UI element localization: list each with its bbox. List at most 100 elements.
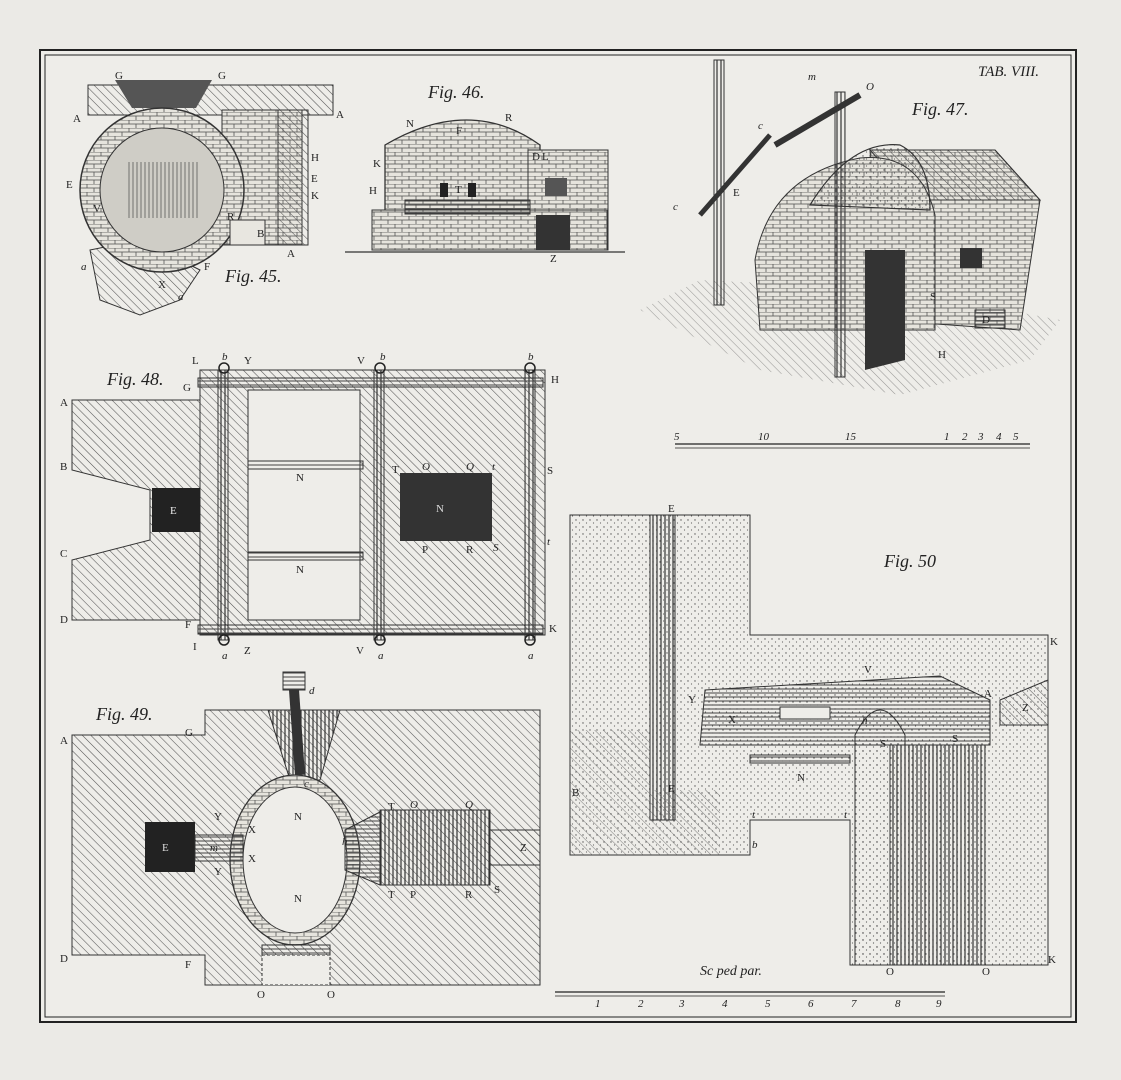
fig48-label-e: E bbox=[170, 505, 177, 517]
fig49-label-t2: T bbox=[388, 889, 395, 901]
fig46-label-k: K bbox=[373, 158, 381, 170]
fig48-label-a1: a bbox=[222, 650, 228, 662]
fig50-label-b2: b bbox=[752, 839, 758, 851]
fig50-label-t2: t bbox=[844, 809, 848, 821]
fig49-label-p: P bbox=[410, 889, 416, 901]
fig47-label-m: m bbox=[808, 71, 816, 83]
fig49-label-y1: Y bbox=[214, 811, 222, 823]
fig48-label-f: F bbox=[185, 619, 191, 631]
fig48-label-r: R bbox=[466, 544, 474, 556]
fig45-label-k: K bbox=[311, 190, 319, 202]
fig47-scale-1: 1 bbox=[944, 431, 950, 443]
fig48-label-c: C bbox=[60, 548, 67, 560]
fig50-scale-9: 9 bbox=[936, 998, 942, 1010]
fig47-scale-4: 4 bbox=[996, 431, 1002, 443]
fig48-label-d: D bbox=[60, 614, 68, 626]
fig48-label-t2: t bbox=[492, 461, 496, 473]
fig48-label-v2: V bbox=[356, 645, 364, 657]
fig49-label-o2: O bbox=[327, 989, 335, 1001]
fig50-label-b: B bbox=[572, 787, 579, 799]
fig45-label-e2: E bbox=[311, 173, 318, 185]
fig50-label-e1: E bbox=[668, 503, 675, 515]
fig50-label-x: X bbox=[728, 714, 736, 726]
fig50-scale-5: 5 bbox=[765, 998, 771, 1010]
fig45-label-v: V bbox=[93, 203, 101, 215]
fig45-label-f: F bbox=[204, 261, 210, 273]
fig46-label-n: N bbox=[406, 118, 414, 130]
fig49-label-h: h bbox=[342, 836, 348, 848]
fig48-label-q: Q bbox=[466, 461, 474, 473]
fig47-label-s: S bbox=[930, 291, 936, 303]
fig50-label-v: V bbox=[864, 664, 872, 676]
fig48-label-k: K bbox=[549, 623, 557, 635]
fig45-label-r: R bbox=[227, 211, 235, 223]
fig50-label-o1: O bbox=[886, 966, 894, 978]
fig50-label-h: h bbox=[862, 715, 868, 727]
fig46-label-f: F bbox=[456, 125, 462, 137]
fig46-label-h: H bbox=[369, 185, 377, 197]
fig49-label-n1: N bbox=[294, 811, 302, 823]
figure-47: Fig. 47. m O c c E S D H 5 10 15 1 2 3 4… bbox=[640, 59, 1060, 449]
fig48-label-a3: a bbox=[528, 650, 534, 662]
fig50-label-k2: K bbox=[1048, 954, 1056, 966]
figure-49: Fig. 49. A G d N N X X Y Y m E h T O Q T… bbox=[60, 671, 541, 1001]
fig48-label-i: I bbox=[193, 641, 197, 653]
fig48-label-y: Y bbox=[244, 355, 252, 367]
fig49-label-x1: X bbox=[248, 824, 256, 836]
fig49-label-t1: T bbox=[388, 801, 395, 813]
fig47-label-c1: c bbox=[758, 120, 763, 132]
fig48-label-l: L bbox=[192, 355, 199, 367]
fig45-caption: Fig. 45. bbox=[224, 266, 282, 286]
fig50-label-n: N bbox=[797, 772, 805, 784]
fig48-label-t3: t bbox=[547, 536, 551, 548]
fig49-label-o1: O bbox=[257, 989, 265, 1001]
fig46-label-d: D bbox=[532, 151, 540, 163]
fig48-label-b: B bbox=[60, 461, 67, 473]
fig50-scale-6: 6 bbox=[808, 998, 814, 1010]
fig49-label-e: E bbox=[162, 842, 169, 854]
fig45-label-g1: G bbox=[115, 70, 123, 82]
fig50-scale-2: 2 bbox=[638, 998, 644, 1010]
fig49-label-n2: N bbox=[294, 893, 302, 905]
fig45-label-a-lower2: a bbox=[178, 291, 184, 303]
fig48-label-p: P bbox=[422, 544, 428, 556]
fig48-label-b2: b bbox=[380, 351, 386, 363]
fig48-label-v1: V bbox=[357, 355, 365, 367]
plate-number: TAB. VIII. bbox=[978, 64, 1039, 80]
fig50-label-s2: S bbox=[952, 733, 958, 745]
fig49-label-o: O bbox=[410, 799, 418, 811]
fig48-label-n3: N bbox=[436, 503, 444, 515]
inner-frame bbox=[44, 54, 1072, 1018]
fig48-label-b3: b bbox=[528, 351, 534, 363]
fig49-label-f: F bbox=[185, 959, 191, 971]
fig47-scale-2: 2 bbox=[962, 431, 968, 443]
fig49-label-c: c bbox=[304, 778, 309, 790]
fig45-label-h: H bbox=[311, 152, 319, 164]
fig48-label-t: T bbox=[392, 464, 399, 476]
fig46-label-z: Z bbox=[550, 253, 557, 265]
fig48-label-n2: N bbox=[296, 564, 304, 576]
fig47-scale-5a: 5 bbox=[674, 431, 680, 443]
fig46-label-t: T bbox=[455, 184, 462, 196]
fig49-label-x2: X bbox=[248, 853, 256, 865]
fig45-label-g2: G bbox=[218, 70, 226, 82]
fig49-caption: Fig. 49. bbox=[95, 704, 153, 724]
fig50-label-e2: E bbox=[668, 783, 675, 795]
figure-45: Fig. 45. G G A A E H E K R B A F a a X V bbox=[66, 70, 344, 316]
figure-50: Fig. 50 E E K V Y X A Z S S N B b t t h … bbox=[555, 503, 1058, 1010]
fig49-label-y2: Y bbox=[214, 866, 222, 878]
fig47-label-h: H bbox=[938, 349, 946, 361]
fig45-label-a-lower1: a bbox=[81, 261, 87, 273]
fig49-label-a: A bbox=[60, 735, 68, 747]
fig45-label-e1: E bbox=[66, 179, 73, 191]
fig45-label-x: X bbox=[158, 279, 166, 291]
fig47-scale-15: 15 bbox=[845, 431, 857, 443]
fig46-label-l: L bbox=[542, 151, 549, 163]
fig48-label-a2: a bbox=[378, 650, 384, 662]
fig48-label-o: O bbox=[422, 461, 430, 473]
fig49-label-dd: D bbox=[60, 953, 68, 965]
fig50-scale-7: 7 bbox=[851, 998, 857, 1010]
fig50-label-a: A bbox=[984, 688, 992, 700]
figure-46: Fig. 46. N F R K H D L T Z bbox=[345, 82, 625, 265]
